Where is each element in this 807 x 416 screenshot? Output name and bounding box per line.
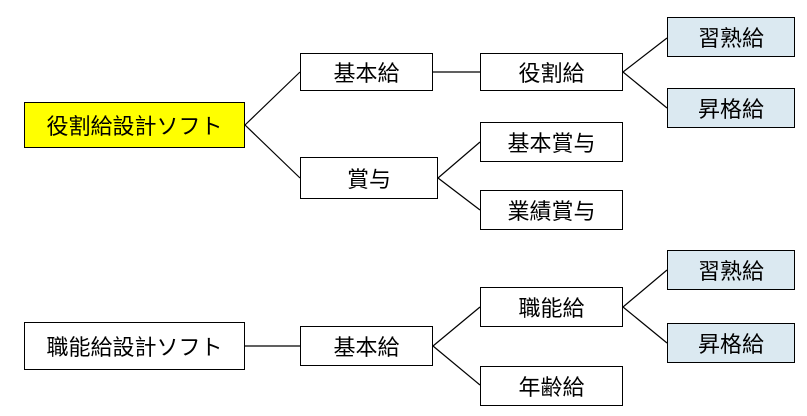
node-age-pay: 年齢給 xyxy=(480,366,623,406)
connector-bonus-perfbonus xyxy=(437,177,481,211)
connector-rolepay-promo1 xyxy=(622,71,668,109)
node-base-bonus: 基本賞与 xyxy=(480,122,623,162)
node-base-pay-2: 基本給 xyxy=(300,326,433,366)
node-promotion-pay-2: 昇格給 xyxy=(667,323,795,363)
connector-root1-basepay xyxy=(244,71,301,126)
connector-function-promo2 xyxy=(622,306,668,344)
node-role-pay: 役割給 xyxy=(480,53,623,91)
root-node-role-pay-software: 役割給設計ソフト xyxy=(24,102,245,148)
connector-root1-bonus xyxy=(244,124,301,179)
node-skill-pay-1: 習熟給 xyxy=(667,17,795,57)
connector-basepay2-function xyxy=(432,306,481,347)
connector-basepay2-age xyxy=(432,345,481,386)
node-promotion-pay-1: 昇格給 xyxy=(667,88,795,128)
connector-rolepay-skill1 xyxy=(622,37,668,73)
connector-bonus-basebonus xyxy=(437,141,481,179)
root-node-function-pay-software: 職能給設計ソフト xyxy=(24,322,245,370)
node-skill-pay-2: 習熟給 xyxy=(667,250,795,290)
connector-function-skill2 xyxy=(622,269,668,308)
node-bonus: 賞与 xyxy=(300,157,438,199)
node-function-pay: 職能給 xyxy=(480,287,623,327)
node-base-pay-1: 基本給 xyxy=(300,53,433,91)
node-performance-bonus: 業績賞与 xyxy=(480,190,623,230)
